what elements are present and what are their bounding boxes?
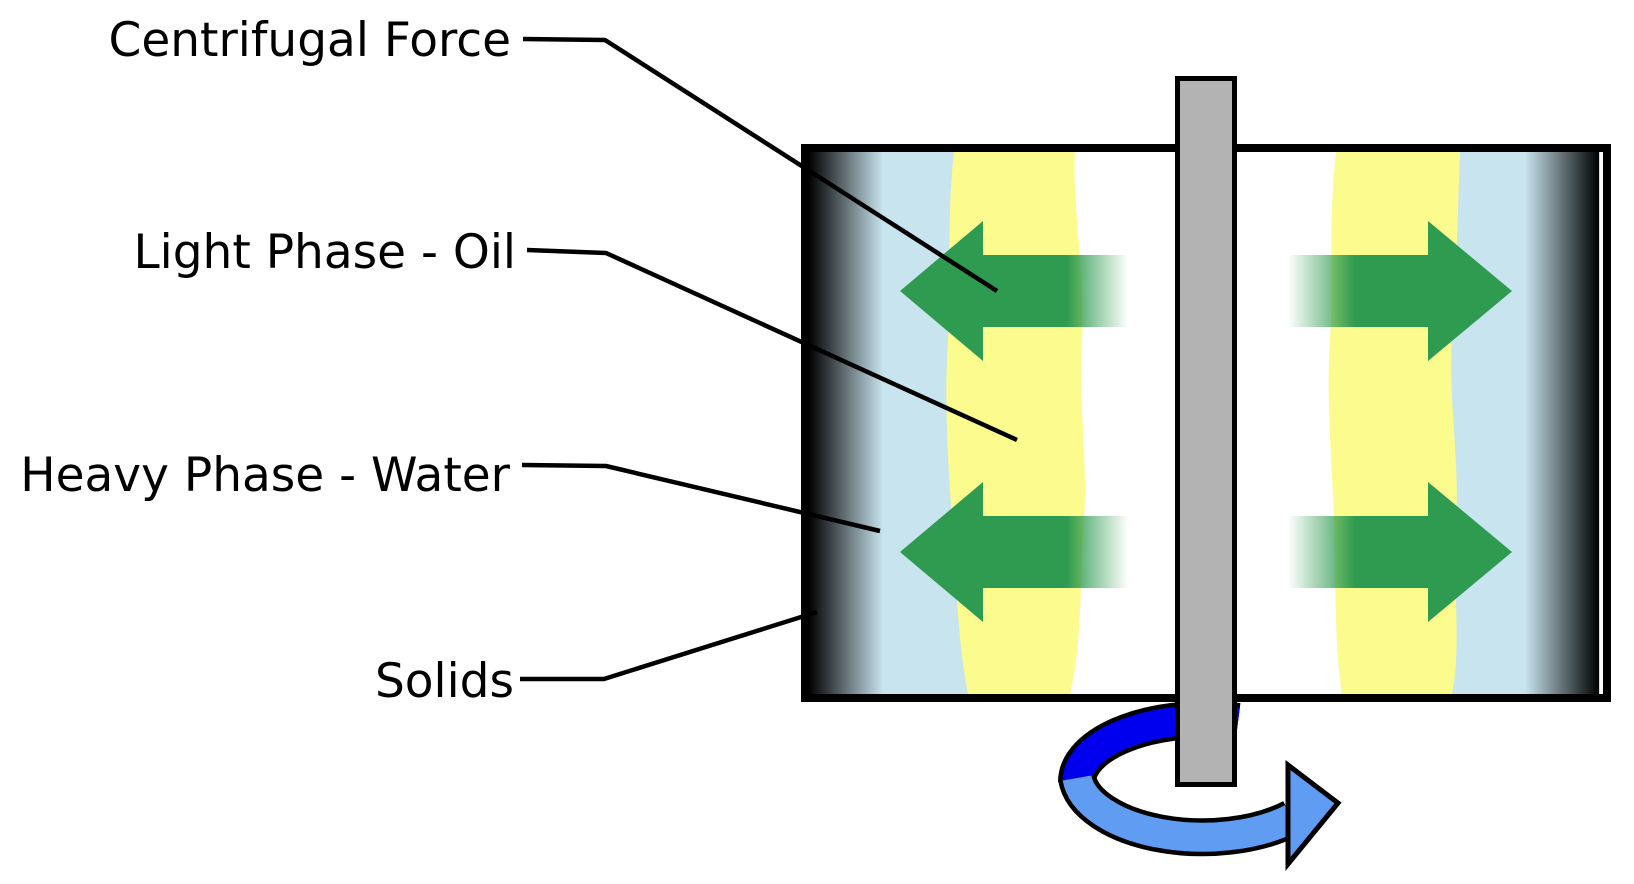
leader-line-light-phase	[526, 247, 1018, 443]
rotation-arrow-front	[1062, 774, 1299, 852]
leader-line-solids	[520, 609, 818, 682]
centrifugal-arrow-upper-left	[900, 221, 1128, 361]
oil-layer-left	[946, 152, 1085, 694]
leader-line-heavy-phase	[521, 462, 881, 534]
centrifugal-arrow-lower-right	[1288, 482, 1512, 622]
drive-shaft	[1175, 76, 1237, 787]
label-solids: Solids	[375, 654, 514, 709]
label-light-phase-oil: Light Phase - Oil	[133, 225, 516, 280]
centrifugal-arrow-upper-right	[1288, 221, 1512, 361]
centrifugal-arrow-lower-left	[900, 482, 1128, 622]
leader-line-centrifugal-force	[522, 36, 999, 293]
solids-layer-right	[1525, 152, 1599, 694]
label-heavy-phase-water: Heavy Phase - Water	[20, 448, 510, 503]
label-centrifugal-force: Centrifugal Force	[109, 13, 511, 68]
solids-layer-left	[809, 152, 883, 694]
rotation-arrowhead	[1285, 759, 1342, 871]
